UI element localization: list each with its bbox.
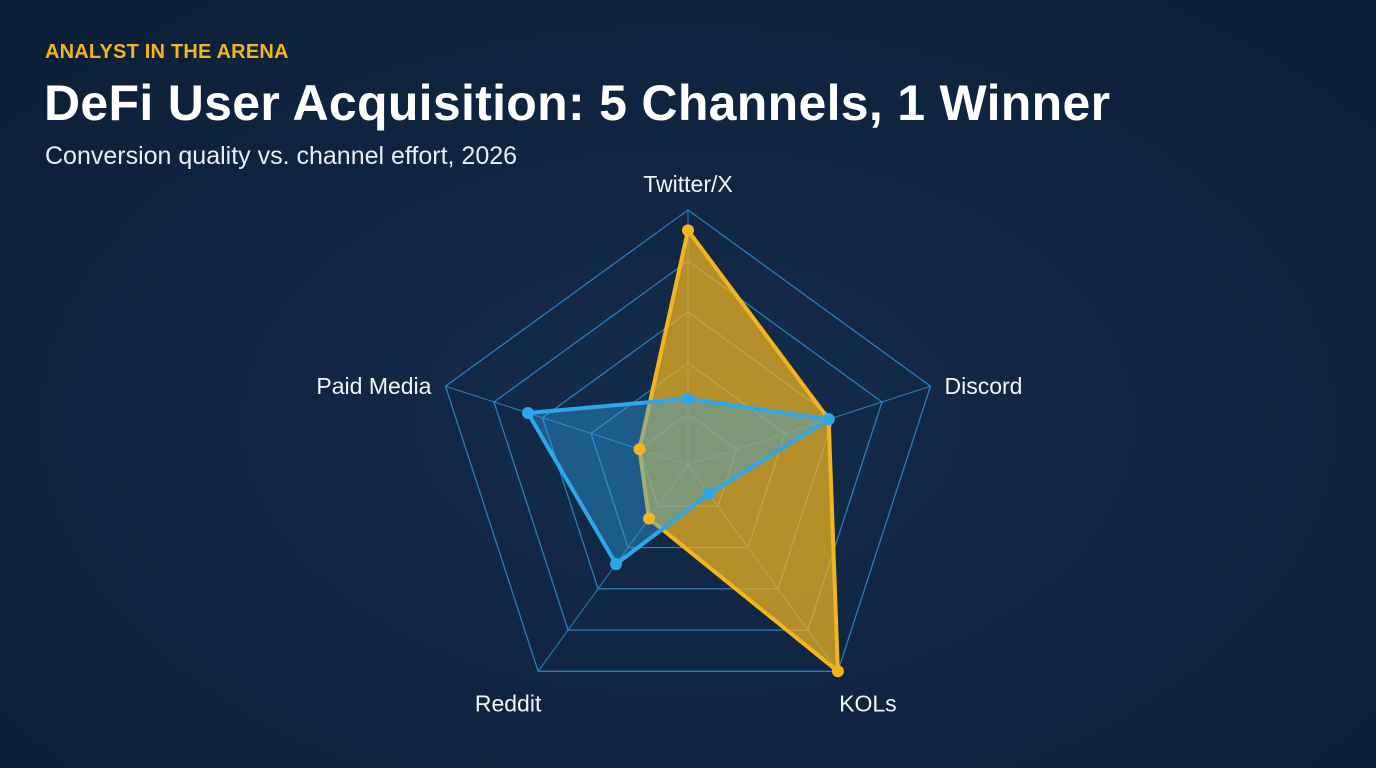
series-blue-point-0 — [682, 392, 694, 405]
page-subtitle: Conversion quality vs. channel effort, 2… — [45, 142, 518, 170]
axis-label-reddit: Reddit — [475, 690, 542, 716]
grid-ring-5 — [444, 209, 932, 672]
axis-label-discord: Discord — [945, 373, 1023, 399]
radar-series-layer — [521, 224, 844, 678]
axis-label-paid-media: Paid Media — [316, 373, 431, 399]
series-gold-point-0 — [682, 224, 694, 237]
series-blue-area — [525, 396, 831, 567]
eyebrow-label: ANALYST IN THE ARENA — [45, 41, 289, 63]
series-blue-point-4 — [521, 406, 534, 419]
series-blue-point-2 — [702, 487, 715, 500]
series-blue-point-1 — [822, 413, 835, 426]
series-gold-point-2 — [831, 665, 844, 678]
series-gold-point-4 — [633, 443, 646, 456]
page-title: DeFi User Acquisition: 5 Channels, 1 Win… — [44, 75, 1111, 131]
series-gold-area — [637, 228, 840, 674]
series-gold-point-3 — [643, 512, 656, 525]
axis-label-twitter: Twitter/X — [643, 171, 732, 197]
radar-axis-labels: Twitter/X Discord KOLs Reddit Paid Media — [316, 171, 1022, 716]
axis-label-kols: KOLs — [839, 690, 897, 716]
grid-ring-4 — [493, 260, 883, 631]
series-blue-point-3 — [610, 558, 623, 571]
